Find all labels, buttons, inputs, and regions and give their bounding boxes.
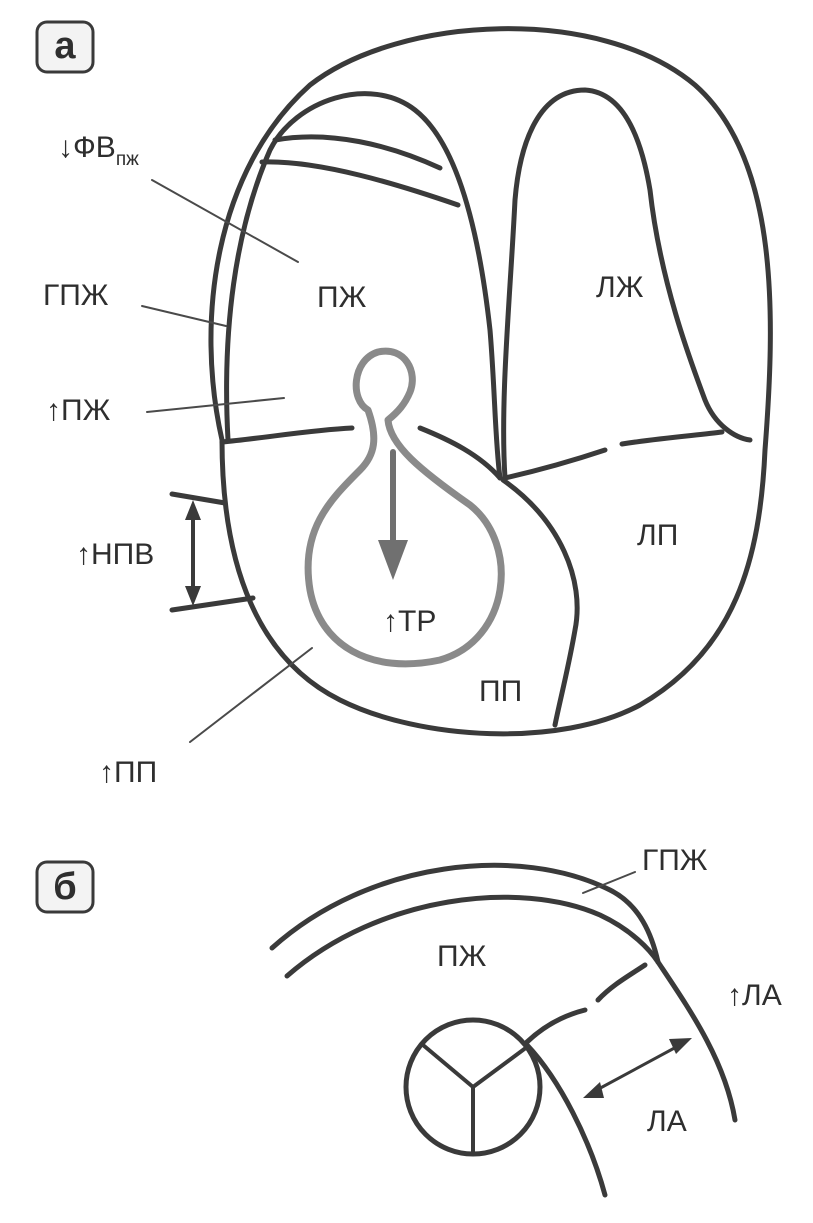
tricuspid-annulus: [219, 425, 355, 445]
ivc-top-line: [169, 491, 228, 506]
tricuspid-septal-leaflet: [417, 425, 503, 481]
rv-inner-wall: [224, 91, 503, 481]
pulmonary-valve-leaflet-2: [524, 1007, 588, 1045]
tr-jet-contour: [304, 347, 505, 668]
atrial-septum: [500, 477, 580, 728]
mitral-leaflet-2: [619, 429, 725, 447]
panel-b: б ГПЖ ПЖ ↑ЛА ЛА: [35, 844, 782, 1198]
ivc-arrowhead-bottom: [185, 586, 201, 606]
aortic-cusp-line-2: [471, 1045, 529, 1089]
label-rv-ef: ↓ФВпж: [58, 131, 139, 170]
ivc-arrowhead-top: [185, 500, 201, 520]
tr-flow-arrowhead: [378, 540, 408, 580]
mitral-leaflet-1: [502, 447, 608, 481]
label-la: ЛП: [637, 519, 678, 552]
panel-a-badge: [35, 20, 95, 74]
pa-inner-wall: [524, 1042, 608, 1198]
rv-apex-line-2: [259, 159, 461, 208]
pa-outer-wall: [655, 959, 738, 1123]
ivc-bottom-line: [169, 595, 256, 613]
pa-arrowhead-right: [669, 1038, 692, 1054]
leader-rv-up: [146, 397, 285, 413]
heart-outer-contour: [208, 26, 773, 737]
panel-b-label: б: [53, 866, 76, 908]
leader-rvh-b: [582, 871, 636, 894]
label-rvh-b: ГПЖ: [642, 844, 708, 877]
pulmonary-valve-leaflet-1: [595, 962, 648, 1003]
rv-inner-wall-b: [284, 894, 661, 979]
rv-apex-line-1: [272, 134, 443, 171]
label-pa-dilation: ↑ЛА: [727, 979, 782, 1012]
label-rv: ПЖ: [317, 281, 367, 314]
label-rv-b: ПЖ: [437, 940, 487, 973]
panel-a-label: а: [54, 25, 76, 67]
rv-outer-wall: [269, 862, 661, 965]
pa-diameter-arrow: [591, 1043, 682, 1094]
label-rvh: ГПЖ: [43, 279, 109, 312]
label-ivc-dilation: ↑НПВ: [76, 538, 154, 571]
label-ra: ПП: [479, 675, 522, 708]
lv-cavity: [501, 87, 753, 481]
label-lv: ЛЖ: [596, 271, 644, 304]
label-rv-dilation: ↑ПЖ: [46, 394, 111, 427]
leader-rvh: [141, 305, 227, 327]
panel-b-badge: [35, 860, 95, 914]
leader-lvef: [151, 179, 299, 263]
label-ra-dilation: ↑ПП: [99, 756, 157, 789]
label-tr: ↑ТР: [383, 605, 436, 638]
panel-a: а ↓ФВпж ГПЖ: [35, 20, 773, 789]
leader-ra-up: [189, 647, 313, 743]
aortic-cusp-line-1: [421, 1043, 475, 1089]
label-pa: ЛА: [647, 1105, 687, 1138]
pa-arrowhead-left: [583, 1082, 604, 1098]
